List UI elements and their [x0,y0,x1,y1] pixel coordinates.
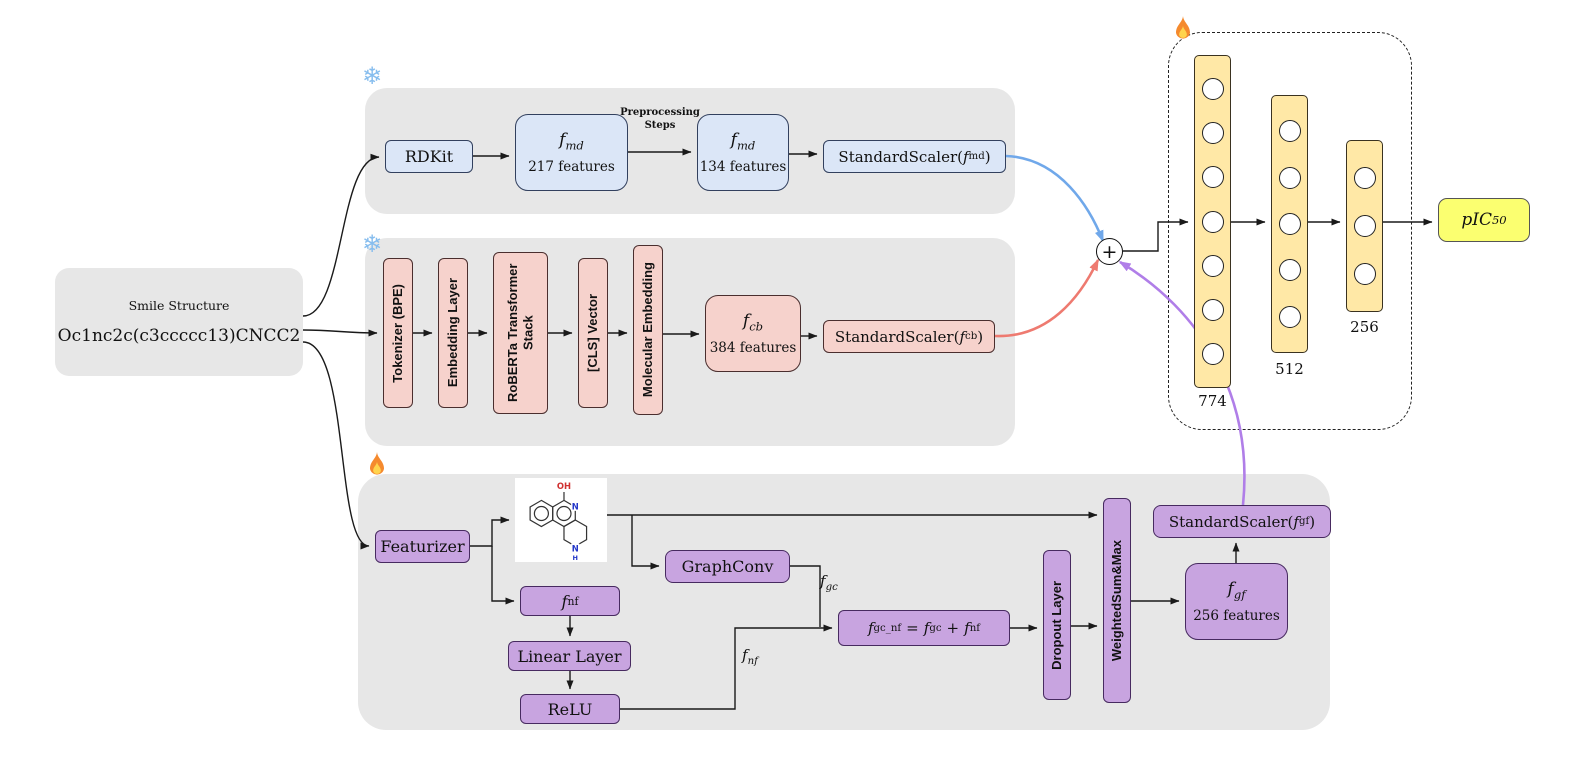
neuron [1278,120,1301,143]
flame-icon [366,452,388,484]
neuron [1201,342,1224,365]
oh-atom-label: OH [557,481,571,491]
preprocessing-label: Preprocessing Steps [620,107,700,131]
fgf-node: fgf 256 features [1185,563,1288,640]
neuron [1353,263,1376,285]
layer-size-label: 256 [1350,318,1379,336]
nh-h-atom-label: H [573,554,578,562]
layer-size-label: 774 [1198,392,1227,410]
layer-size-label: 512 [1275,360,1304,378]
fmd-217-node: fmd 217 features [515,114,628,191]
mlp-layer-2 [1271,95,1308,353]
featurizer-node: Featurizer [375,530,470,563]
red-arrow [994,258,1100,338]
smiles-title: Smile Structure [128,298,230,313]
neuron [1201,122,1224,145]
blue-arrow [1005,154,1105,243]
mlp-layer-1 [1194,55,1231,388]
cls-vector-node: [CLS] Vector [578,258,608,408]
snowflake-icon: ❄ [362,230,383,258]
relu-node: ReLU [520,694,620,724]
graphconv-node: GraphConv [665,550,790,583]
roberta-stack-node: RoBERTa Transformer Stack [493,252,548,414]
neuron [1201,166,1224,189]
molecular-embedding-node: Molecular Embedding [633,245,663,415]
neuron [1201,298,1224,321]
linear-layer-node: Linear Layer [508,641,631,671]
ring-n-atom-label: N [572,502,579,512]
neuron [1201,210,1224,233]
neuron [1201,254,1224,277]
molecule-image: OH N N H [515,478,607,562]
fmd-134-node: fmd 134 features [697,114,789,191]
snowflake-icon: ❄ [362,62,383,90]
tokenizer-node: Tokenizer (BPE) [383,258,413,408]
rdkit-node: RDKit [385,140,473,173]
neuron [1278,305,1301,328]
dropout-layer-node: Dropout Layer [1043,550,1071,700]
neuron [1353,215,1376,237]
flame-icon [1172,16,1194,48]
edge-label-fnf: fnf [742,646,758,667]
black-edges [302,148,1433,710]
smiles-string: Oc1nc2c(c3ccccc13)CNCC2 [57,326,301,346]
neuron [1201,78,1224,101]
neuron [1278,166,1301,189]
weightedsum-max-node: WeightedSum&Max [1103,498,1131,703]
neuron [1353,167,1376,189]
fcb-node: fcb 384 features [705,295,801,372]
embedding-layer-node: Embedding Layer [438,258,468,408]
neuron [1278,259,1301,282]
edge-label-fgc: fgc [820,572,838,593]
neuron [1278,212,1301,235]
sum-node: + [1096,238,1123,265]
mlp-layer-3 [1346,140,1383,312]
nh-n-atom-label: N [572,544,579,554]
smiles-input-node: Smile Structure Oc1nc2c(c3ccccc13)CNCC2 [55,268,303,376]
